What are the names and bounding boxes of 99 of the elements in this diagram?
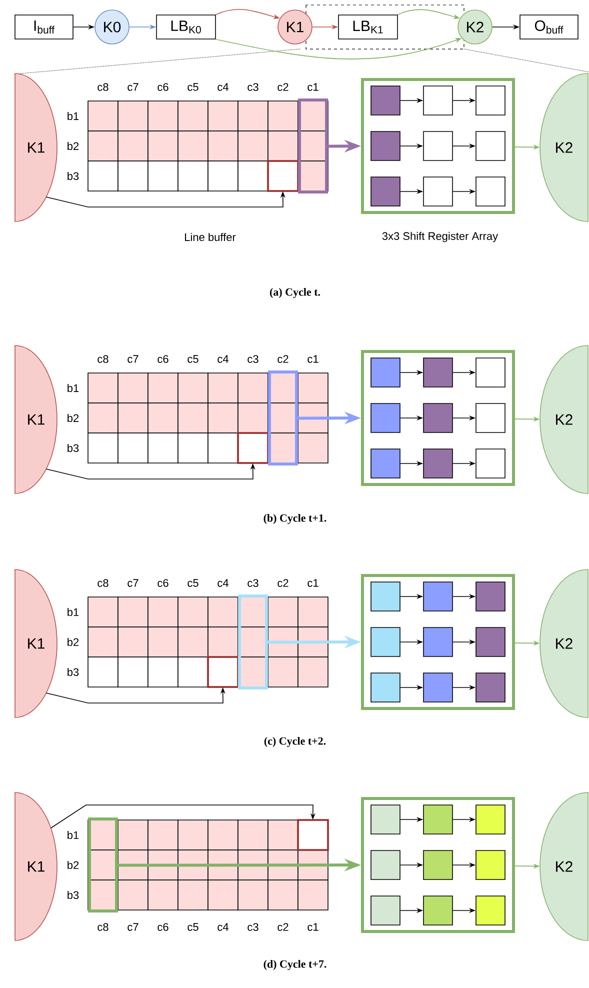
register-cell — [476, 131, 506, 161]
register-cell — [423, 627, 453, 657]
column-label: c7 — [128, 923, 138, 931]
column-label: c4 — [218, 83, 228, 91]
register-cell — [476, 582, 506, 612]
column-label: c1 — [308, 579, 318, 587]
caption: (b) Cycle t+1. — [264, 514, 326, 524]
buffer-box: I$_{buff}$ — [14, 14, 74, 40]
register-cell — [370, 672, 400, 702]
component-label: 3x3 Shift Register Array — [382, 232, 498, 242]
register-cell — [423, 804, 453, 834]
column-label: c5 — [188, 579, 198, 587]
register-cell — [423, 176, 453, 206]
register-cell — [476, 804, 506, 834]
register-cell — [476, 896, 506, 926]
row-label: b3 — [68, 444, 79, 452]
row-label: b1 — [68, 608, 79, 616]
register-cell — [370, 850, 400, 880]
half-ellipse-node: K2 — [540, 73, 588, 222]
row-label: b2 — [68, 414, 79, 422]
arrow — [50, 804, 316, 828]
column-label: c2 — [278, 923, 288, 931]
buffer-box: LB$_{K1}$ — [338, 14, 398, 40]
row-label: b1 — [68, 384, 79, 392]
caption: (d) Cycle t+7. — [264, 960, 326, 970]
register-cell — [476, 176, 506, 206]
column-label: c7 — [128, 355, 138, 363]
column-label: c4 — [218, 355, 228, 363]
column-label: c3 — [248, 579, 258, 587]
buffer-box: LB$_{K0}$ — [156, 14, 216, 40]
row-label: b3 — [68, 172, 79, 180]
half-ellipse-node: K2 — [540, 792, 588, 941]
column-label: c4 — [218, 923, 228, 931]
column-label: c6 — [158, 83, 168, 91]
line-buffer-grid — [88, 820, 328, 910]
column-label: c7 — [128, 83, 138, 91]
row-label: b3 — [68, 890, 79, 900]
row-label: b3 — [68, 668, 79, 676]
register-cell — [423, 131, 453, 161]
line-buffer-grid — [88, 100, 328, 192]
column-label: c8 — [98, 579, 108, 587]
column-label: c1 — [308, 923, 318, 931]
half-ellipse-node: K2 — [540, 345, 588, 494]
register-cell — [423, 672, 453, 702]
column-label: c6 — [158, 355, 168, 363]
register-cell — [370, 403, 400, 433]
column-label: c2 — [278, 579, 288, 587]
column-label: c2 — [278, 83, 288, 91]
register-cell — [370, 448, 400, 478]
column-label: c8 — [98, 83, 108, 91]
register-cell — [476, 627, 506, 657]
register-cell — [423, 448, 453, 478]
column-label: c3 — [248, 355, 258, 363]
column-label: c1 — [308, 355, 318, 363]
register-cell — [370, 582, 400, 612]
column-label: c4 — [218, 579, 228, 587]
column-label: c5 — [188, 355, 198, 363]
column-label: c7 — [128, 579, 138, 587]
row-label: b2 — [68, 638, 79, 646]
register-cell — [370, 176, 400, 206]
register-cell — [476, 448, 506, 478]
line-buffer-grid — [88, 596, 328, 688]
register-cell — [476, 850, 506, 880]
register-cell — [423, 86, 453, 116]
register-cell — [423, 358, 453, 388]
column-label: c8 — [98, 355, 108, 363]
column-label: c3 — [248, 923, 258, 931]
component-label: Line buffer — [185, 232, 236, 242]
column-label: c6 — [158, 579, 168, 587]
register-cell — [476, 358, 506, 388]
register-cell — [370, 896, 400, 926]
line-buffer-grid — [88, 372, 328, 464]
column-label: c3 — [248, 83, 258, 91]
buffer-box: O$_{buff}$ — [520, 14, 578, 40]
register-cell — [370, 358, 400, 388]
register-cell — [370, 131, 400, 161]
column-label: c2 — [278, 355, 288, 363]
register-cell — [423, 850, 453, 880]
register-cell — [476, 672, 506, 702]
register-cell — [370, 804, 400, 834]
register-cell — [476, 403, 506, 433]
row-label: b1 — [68, 112, 79, 120]
caption: (c) Cycle t+2. — [264, 737, 326, 747]
column-label: c5 — [188, 923, 198, 931]
column-label: c6 — [158, 923, 168, 931]
row-label: b2 — [68, 860, 79, 870]
row-label: b2 — [68, 142, 79, 150]
column-label: c5 — [188, 83, 198, 91]
register-cell — [423, 582, 453, 612]
caption: (a) Cycle t. — [270, 288, 320, 298]
register-cell — [370, 86, 400, 116]
column-label: c8 — [98, 923, 108, 931]
row-label: b1 — [68, 830, 79, 840]
register-cell — [423, 403, 453, 433]
half-ellipse-node: K2 — [540, 569, 588, 718]
register-cell — [476, 86, 506, 116]
register-cell — [423, 896, 453, 926]
register-cell — [370, 627, 400, 657]
column-label: c1 — [308, 83, 318, 91]
